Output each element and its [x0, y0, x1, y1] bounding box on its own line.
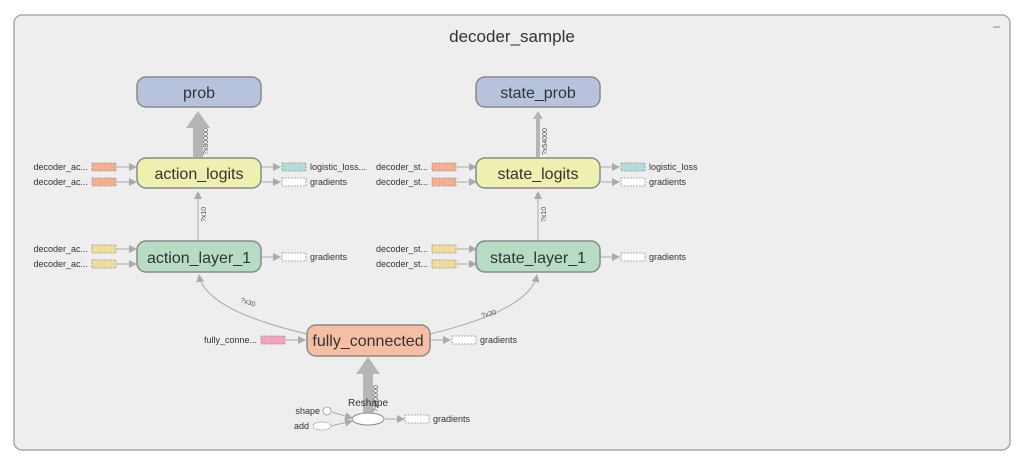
- aux-node-state-logistic-loss[interactable]: [620, 162, 646, 172]
- label-state-layer-gradients: gradients: [649, 252, 687, 262]
- label-action-logistic-loss: logistic_loss...: [310, 162, 366, 172]
- edge-action-logits-to-prob: [186, 111, 210, 157]
- aux-node-reshape-gradients[interactable]: [404, 414, 430, 424]
- node-state-layer-1-label: state_layer_1: [490, 250, 586, 267]
- edge-label-reshape: ?x80000: [373, 385, 380, 412]
- node-reshape[interactable]: Reshape: [348, 398, 388, 426]
- node-state-prob[interactable]: state_prob: [475, 76, 601, 108]
- aux-node-decoder-st-1[interactable]: [431, 162, 457, 172]
- aux-node-add[interactable]: [312, 421, 332, 431]
- node-action-layer-1[interactable]: action_layer_1: [136, 240, 262, 273]
- edge-fc-to-state-layer: [429, 274, 540, 335]
- node-state-logits[interactable]: state_logits: [475, 157, 601, 189]
- label-fully-conne: fully_conne...: [204, 335, 257, 345]
- edge-label-fc-action: ?x30: [239, 297, 256, 308]
- label-action-layer-gradients: gradients: [310, 252, 348, 262]
- edge-shape: [331, 411, 353, 420]
- edge-label-fc-state: ?x30: [481, 309, 498, 320]
- label-state-logistic-loss: logistic_loss: [649, 162, 698, 172]
- node-action-logits-label: action_logits: [155, 166, 244, 183]
- label-shape: shape: [295, 406, 320, 416]
- node-prob[interactable]: prob: [136, 76, 262, 108]
- aux-node-action-logistic-loss[interactable]: [281, 162, 307, 172]
- node-state-prob-label: state_prob: [500, 85, 576, 102]
- aux-node-shape[interactable]: [322, 406, 332, 416]
- label-decoder-ac-4: decoder_ac...: [33, 259, 88, 269]
- edge-state-logits-to-state-prob: [533, 111, 543, 157]
- aux-node-fc-gradients[interactable]: [451, 335, 477, 345]
- node-action-layer-1-label: action_layer_1: [147, 250, 251, 267]
- aux-node-decoder-ac-3[interactable]: [91, 244, 117, 254]
- edge-reshape-to-fully-connected: [356, 357, 380, 413]
- edge-label-action-logits: ?x10: [201, 207, 208, 222]
- label-decoder-st-3: decoder_st...: [376, 244, 428, 254]
- edge-label-prob: ?x80000: [203, 128, 210, 155]
- label-add: add: [294, 421, 309, 431]
- edge-add: [330, 418, 353, 427]
- edge-fc-to-action-layer: [196, 274, 308, 335]
- label-decoder-st-4: decoder_st...: [376, 259, 428, 269]
- label-state-logits-gradients: gradients: [649, 177, 687, 187]
- aux-node-decoder-st-4[interactable]: [431, 259, 457, 269]
- aux-node-state-layer-gradients[interactable]: [620, 252, 646, 262]
- aux-node-action-layer-gradients[interactable]: [281, 252, 307, 262]
- aux-node-state-logits-gradients[interactable]: [620, 177, 646, 187]
- node-action-logits[interactable]: action_logits: [136, 157, 262, 189]
- node-state-logits-label: state_logits: [498, 166, 579, 183]
- label-fc-gradients: gradients: [480, 335, 518, 345]
- node-reshape-label: Reshape: [348, 398, 388, 409]
- label-reshape-gradients: gradients: [433, 414, 471, 424]
- label-decoder-ac-2: decoder_ac...: [33, 177, 88, 187]
- label-decoder-ac-1: decoder_ac...: [33, 162, 88, 172]
- panel-title: decoder_sample: [449, 27, 575, 46]
- label-action-logits-gradients: gradients: [310, 177, 348, 187]
- aux-node-decoder-st-3[interactable]: [431, 244, 457, 254]
- label-decoder-st-2: decoder_st...: [376, 177, 428, 187]
- node-prob-label: prob: [183, 85, 215, 102]
- aux-node-decoder-st-2[interactable]: [431, 177, 457, 187]
- aux-node-decoder-ac-2[interactable]: [91, 177, 117, 187]
- node-fully-connected-label: fully_connected: [312, 333, 423, 350]
- aux-node-decoder-ac-4[interactable]: [91, 259, 117, 269]
- aux-node-fully-conne[interactable]: [260, 335, 286, 345]
- aux-node-decoder-ac-1[interactable]: [91, 162, 117, 172]
- label-decoder-ac-3: decoder_ac...: [33, 244, 88, 254]
- edge-label-state-logits: ?x10: [541, 207, 548, 222]
- node-state-layer-1[interactable]: state_layer_1: [475, 240, 601, 273]
- node-fully-connected[interactable]: fully_connected: [306, 324, 431, 357]
- label-decoder-st-1: decoder_st...: [376, 162, 428, 172]
- aux-node-action-logits-gradients[interactable]: [281, 177, 307, 187]
- edge-label-state-prob: ?x54000: [542, 128, 549, 155]
